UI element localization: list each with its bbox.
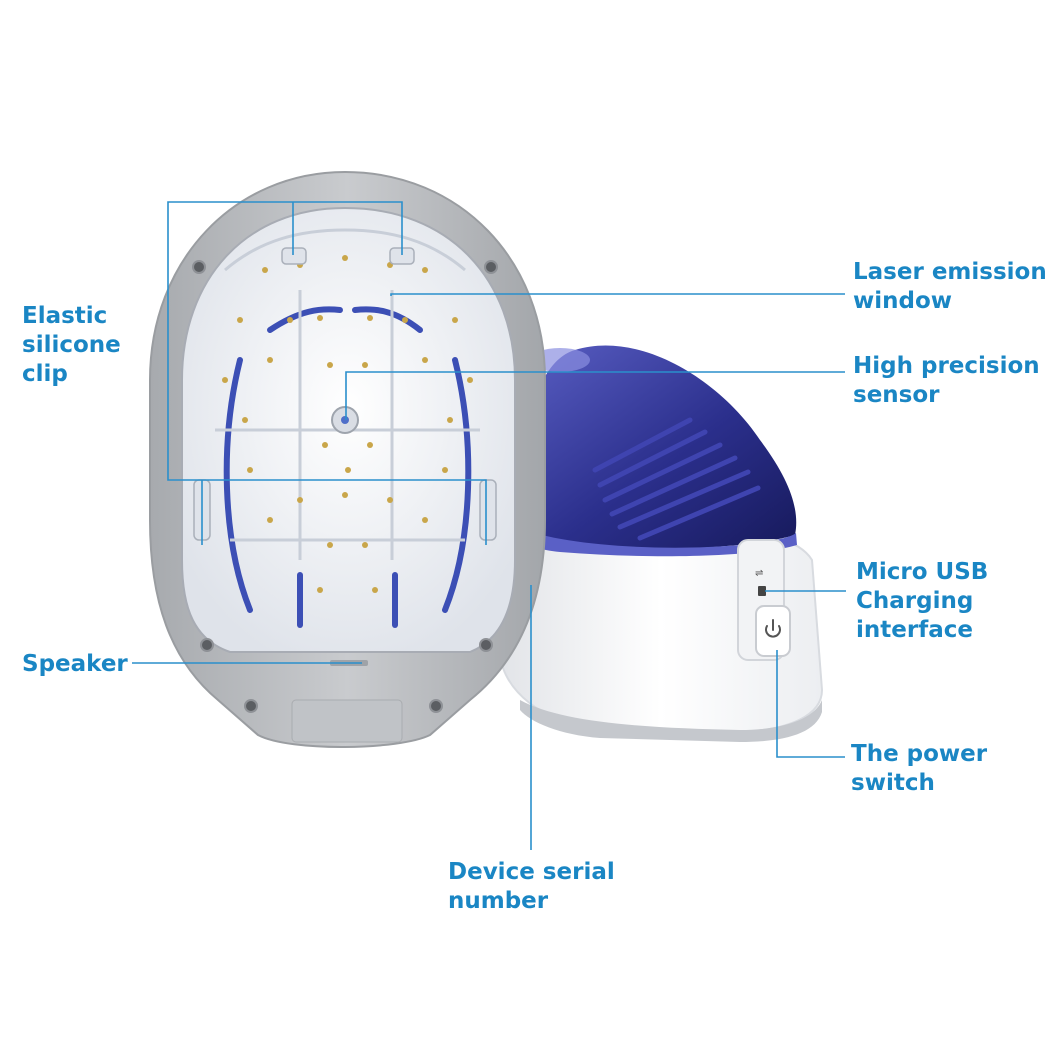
- sensor-leader: [345, 371, 845, 420]
- laser-window-leader: [390, 293, 845, 296]
- label-line: number: [448, 888, 549, 914]
- label-speaker: Speaker: [22, 650, 128, 679]
- label-line: switch: [851, 770, 935, 796]
- label-line: Charging: [856, 588, 974, 614]
- dome-blue-rim: [520, 528, 797, 557]
- label-laser-emission-window: Laser emission window: [853, 258, 1047, 316]
- label-micro-usb: Micro USB Charging interface: [856, 558, 988, 645]
- clip-leader: [167, 201, 487, 545]
- power-leader: [776, 650, 845, 758]
- label-line: silicone: [22, 332, 121, 358]
- label-line: Speaker: [22, 651, 128, 677]
- helmet-rear-view: ⇌: [499, 345, 824, 742]
- laser-frame: [223, 306, 472, 628]
- sensor-lens: [341, 416, 349, 424]
- label-elastic-silicone-clip: Elastic silicone clip: [22, 302, 121, 389]
- label-power-switch: The power switch: [851, 740, 987, 798]
- power-icon: [765, 619, 781, 638]
- helmet-dome: [520, 345, 797, 549]
- label-line: interface: [856, 617, 973, 643]
- label-line: High precision: [853, 353, 1040, 379]
- label-line: Device serial: [448, 859, 615, 885]
- label-line: window: [853, 288, 953, 314]
- helmet-base-rim: [520, 700, 822, 742]
- serial-plate: [291, 699, 403, 743]
- leader-lines: [132, 201, 846, 850]
- label-line: sensor: [853, 382, 940, 408]
- label-line: Micro USB: [856, 559, 989, 585]
- label-high-precision-sensor: High precision sensor: [853, 352, 1040, 410]
- label-line: The power: [851, 741, 988, 767]
- label-line: clip: [22, 361, 68, 387]
- shell-screws: [192, 260, 498, 713]
- usb-port: [758, 586, 766, 596]
- helmet-inner-view: [149, 170, 546, 748]
- label-line: Elastic: [22, 303, 108, 329]
- dome-vents: [592, 417, 761, 541]
- usb-icon: ⇌: [755, 568, 763, 579]
- label-line: Laser emission: [853, 259, 1047, 285]
- label-device-serial-number: Device serial number: [448, 858, 615, 916]
- power-button[interactable]: [755, 605, 791, 657]
